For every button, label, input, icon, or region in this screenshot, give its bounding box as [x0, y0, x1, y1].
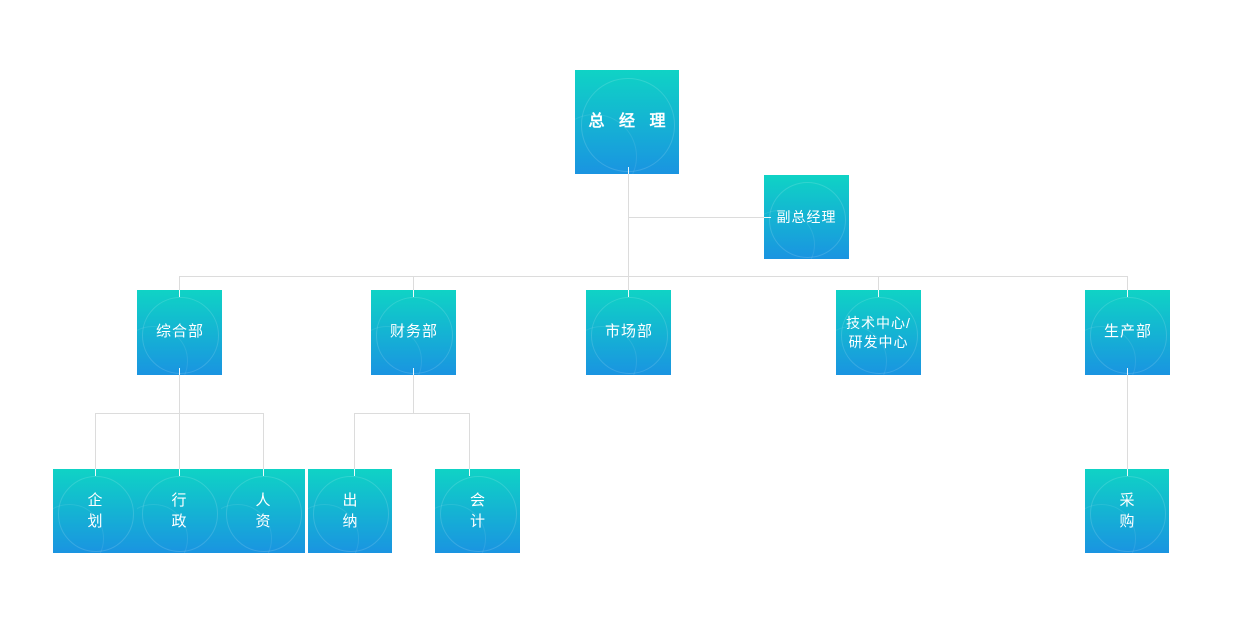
org-node-label: 会 计 [469, 492, 485, 530]
org-node-label: 市场部 [604, 323, 653, 341]
connector-dash [179, 469, 180, 476]
connector-line [354, 413, 470, 414]
connector-line [354, 413, 355, 469]
connector-dash [878, 290, 879, 297]
org-node-label: 采 购 [1119, 492, 1135, 530]
connector-dash [263, 469, 264, 476]
org-node-administration: 行 政 [137, 469, 221, 553]
org-node-procurement: 采 购 [1085, 469, 1169, 553]
connector-line [413, 276, 414, 290]
connector-line [469, 413, 470, 469]
org-node-marketing-dept: 市场部 [586, 290, 671, 375]
org-node-tech-rd-center: 技术中心/ 研发中心 [836, 290, 921, 375]
connector-line [263, 413, 264, 469]
org-node-label: 技术中心/ 研发中心 [846, 314, 911, 350]
org-node-label: 综合部 [155, 323, 204, 341]
org-node-planning: 企 划 [53, 469, 137, 553]
connector-dash [469, 469, 470, 476]
org-node-general-manager: 总 经 理 [575, 70, 679, 174]
org-node-deputy-general-manager: 副总经理 [764, 175, 849, 259]
org-node-human-resources: 人 资 [221, 469, 305, 553]
connector-line [95, 413, 96, 469]
connector-line [179, 276, 180, 290]
connector-line [628, 174, 629, 290]
org-node-label: 财务部 [389, 323, 438, 341]
org-node-label: 副总经理 [776, 208, 837, 225]
connector-line [179, 375, 180, 469]
org-node-production-dept: 生产部 [1085, 290, 1170, 375]
connector-dash [1127, 469, 1128, 476]
connector-dash [354, 469, 355, 476]
connector-dash [764, 217, 771, 218]
connector-line [1127, 276, 1128, 290]
org-node-label: 人 资 [255, 492, 271, 530]
connector-dash [95, 469, 96, 476]
connector-dash [628, 167, 629, 174]
org-node-accounting: 会 计 [435, 469, 520, 553]
connector-dash [628, 290, 629, 297]
connector-line [628, 217, 764, 218]
connector-dash [1127, 368, 1128, 375]
org-node-label: 总 经 理 [588, 113, 671, 131]
org-node-cashier: 出 纳 [308, 469, 392, 553]
connector-dash [179, 290, 180, 297]
connector-line [413, 375, 414, 413]
org-node-label: 企 划 [87, 492, 103, 530]
org-node-label: 行 政 [171, 492, 187, 530]
connector-line [95, 413, 263, 414]
org-node-label: 出 纳 [342, 492, 358, 530]
org-node-label: 生产部 [1103, 323, 1152, 341]
connector-dash [413, 290, 414, 297]
connector-line [878, 276, 879, 290]
connector-dash [413, 368, 414, 375]
connector-line [1127, 375, 1128, 469]
connector-dash [1127, 290, 1128, 297]
connector-line [179, 276, 1128, 277]
org-node-general-dept: 综合部 [137, 290, 222, 375]
org-node-finance-dept: 财务部 [371, 290, 456, 375]
connector-dash [179, 368, 180, 375]
